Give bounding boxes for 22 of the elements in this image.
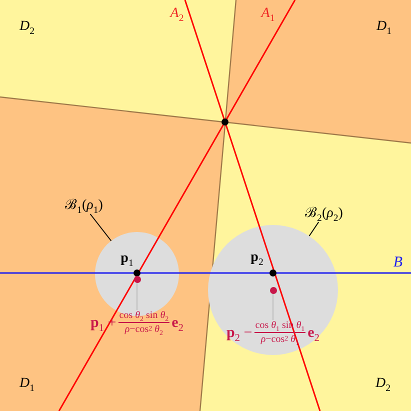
formula-text: e$_{2}$ bbox=[172, 314, 184, 332]
region-label: D$_{2}$ bbox=[375, 377, 391, 391]
point-label: p$_{1}$ bbox=[120, 252, 134, 266]
point-label: p$_{2}$ bbox=[250, 251, 264, 265]
region-label: D$_{1}$ bbox=[376, 20, 392, 34]
fraction-numerator: cos θ$_{2}$ sin θ$_{2}$ bbox=[118, 311, 170, 322]
fraction-denominator: ρ−cos$^{2}$ θ$_{2}$ bbox=[124, 322, 164, 335]
leader-line bbox=[272, 293, 274, 320]
line-label: A$_{1}$ bbox=[261, 7, 275, 21]
set-label: ℬ$_{1}$(ρ$_{1}$) bbox=[65, 199, 103, 213]
leader-line bbox=[308, 222, 320, 237]
region-label: D$_{2}$ bbox=[19, 20, 35, 34]
set-label: ℬ$_{2}$(ρ$_{2}$) bbox=[305, 207, 343, 221]
leader-line bbox=[90, 214, 112, 242]
fraction-denominator: ρ−cos$^{2}$ θ$_{1}$ bbox=[260, 332, 300, 345]
line-label: B bbox=[393, 256, 403, 270]
leader-line bbox=[136, 282, 138, 310]
line-label: A$_{2}$ bbox=[170, 7, 184, 21]
formula-text: p$_{2}$ − bbox=[226, 324, 252, 342]
point bbox=[270, 286, 276, 294]
region-label: D$_{1}$ bbox=[19, 377, 35, 391]
formula-text: e$_{2}$ bbox=[308, 324, 320, 342]
